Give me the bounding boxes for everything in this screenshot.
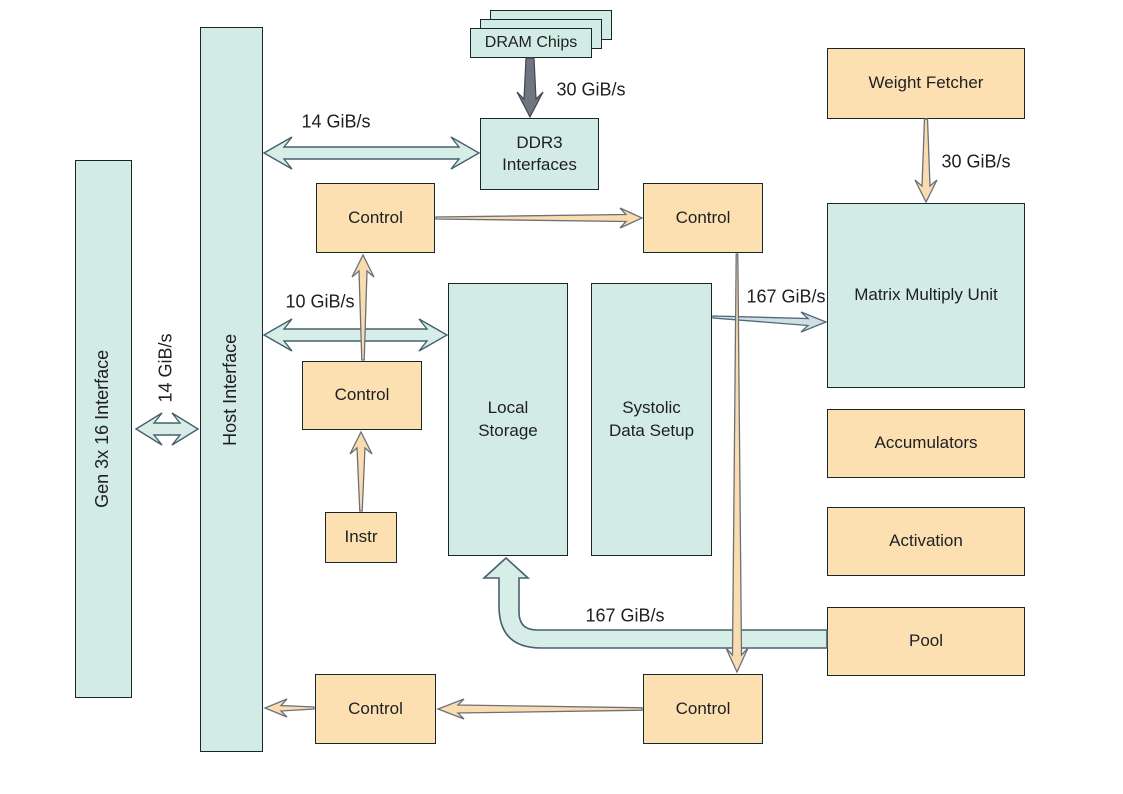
control-host-to-control-ddr-arrow [351, 253, 375, 361]
node-ddr3-interfaces: DDR3 Interfaces [480, 118, 599, 190]
node-ddr3-interfaces-label: DDR3 Interfaces [502, 132, 577, 174]
label-pcie-to-host-bandwidth: 14 GiB/s [155, 333, 176, 403]
node-local-storage-label: Local Storage [478, 398, 538, 440]
node-dram-chips: DRAM Chips [470, 28, 592, 58]
node-control-host-label: Control [334, 385, 390, 405]
node-control-bottom-left-label: Control [348, 698, 403, 718]
node-pool-label: Pool [908, 631, 944, 651]
node-host-interface: Host Interface [200, 27, 263, 752]
node-local-storage: Local Storage [448, 283, 568, 556]
node-control-mmu: Control [643, 183, 763, 253]
node-activation: Activation [827, 507, 1025, 576]
node-control-host: Control [302, 361, 422, 430]
node-gen3x16-interface-label: Gen 3x 16 Interface [92, 349, 113, 509]
node-accumulators: Accumulators [827, 409, 1025, 478]
label-pool-to-storage-bandwidth: 167 GiB/s [585, 605, 665, 626]
control-bottom-right-to-control-bottom-left-arrow [436, 698, 643, 720]
node-control-bottom-left: Control [315, 674, 436, 744]
node-control-bottom-right-label: Control [675, 698, 731, 718]
node-instr: Instr [325, 512, 397, 563]
node-dram-chips-label: DRAM Chips [484, 34, 578, 52]
label-host-to-ddr3-bandwidth: 14 GiB/s [301, 111, 371, 132]
label-systolic-to-mmu-bandwidth: 167 GiB/s [746, 286, 826, 307]
node-activation-label: Activation [889, 531, 963, 551]
node-control-ddr-label: Control [348, 207, 403, 227]
control-bottom-left-to-host-arrow [263, 698, 315, 718]
node-matrix-multiply-unit: Matrix Multiply Unit [827, 203, 1025, 388]
node-control-ddr: Control [316, 183, 435, 253]
control-ddr-to-control-mmu-arrow [435, 207, 644, 229]
node-systolic-data-setup: Systolic Data Setup [591, 283, 712, 556]
node-control-mmu-label: Control [675, 207, 731, 227]
node-pool: Pool [827, 607, 1025, 676]
node-systolic-data-setup-label: Systolic Data Setup [608, 398, 695, 440]
weight-fetcher-to-mmu-arrow [914, 118, 938, 204]
node-matrix-multiply-unit-label: Matrix Multiply Unit [854, 285, 998, 305]
node-instr-label: Instr [344, 527, 378, 547]
label-host-to-storage-bandwidth: 10 GiB/s [285, 291, 355, 312]
node-gen3x16-interface: Gen 3x 16 Interface [75, 160, 132, 698]
instr-to-control-host-arrow [349, 430, 373, 512]
control-mmu-to-control-bottom-right-arrow [725, 253, 749, 674]
node-accumulators-label: Accumulators [874, 433, 978, 453]
node-weight-fetcher: Weight Fetcher [827, 48, 1025, 119]
host-to-ddr3-double-arrow [262, 136, 481, 170]
dram-to-ddr3-arrow [516, 57, 544, 119]
host-to-local-storage-double-arrow [262, 318, 449, 352]
label-weight-fetcher-to-mmu-bandwidth: 30 GiB/s [941, 151, 1011, 172]
pcie-to-host-double-arrow [134, 412, 200, 446]
node-host-interface-label: Host Interface [220, 333, 241, 446]
node-weight-fetcher-label: Weight Fetcher [868, 73, 984, 93]
systolic-to-mmu-arrow [712, 311, 828, 333]
pipe-pool-to-local-storage-arrow [481, 556, 828, 649]
node-control-bottom-right: Control [643, 674, 763, 744]
label-dram-to-ddr3-bandwidth: 30 GiB/s [556, 79, 626, 100]
